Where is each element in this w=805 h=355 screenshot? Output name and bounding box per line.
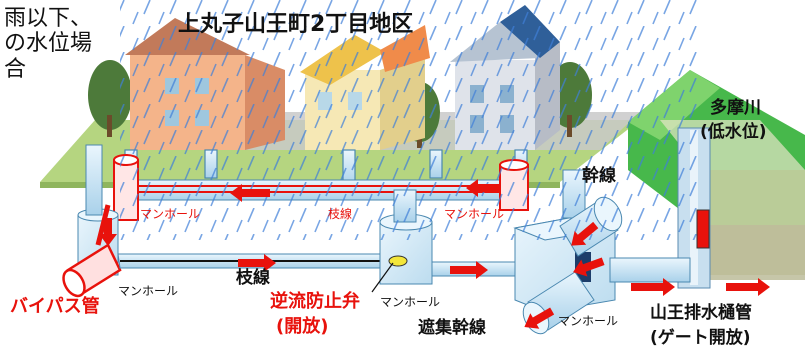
- manhole-label-upper-right: マンホール: [444, 207, 505, 221]
- main-line-label: 幹線: [582, 166, 616, 186]
- flow-arrow: [99, 218, 117, 246]
- condition-note: 雨以下、の水位場合: [4, 6, 93, 82]
- check-valve-label: 逆流防止弁: [270, 291, 360, 312]
- interceptor-label: 遮集幹線: [418, 318, 486, 338]
- valve-leader-line: [371, 262, 394, 293]
- district-title: 上丸子山王町2丁目地区: [178, 12, 414, 37]
- flow-arrow: [524, 307, 555, 329]
- river-label: 多摩川: [710, 98, 761, 118]
- river-level-label: (低水位): [700, 122, 767, 142]
- bypass-pipe-shape: [62, 204, 122, 298]
- branch-line-label-lower: 枝線: [236, 268, 270, 288]
- bypass-pipe-label: バイパス管: [10, 296, 100, 317]
- flow-arrow: [450, 261, 488, 279]
- flow-arrow: [573, 257, 605, 277]
- flow-arrow: [631, 278, 675, 296]
- sluice-state-label: (ゲート開放): [650, 328, 751, 348]
- manhole-label-center: マンホール: [380, 295, 441, 309]
- check-valve-state: (開放): [276, 316, 329, 337]
- flow-arrow: [571, 221, 599, 246]
- manhole-label-upper-left: マンホール: [140, 207, 201, 221]
- manhole-label-lower-left: マンホール: [118, 284, 179, 298]
- flow-arrow: [230, 184, 270, 202]
- flow-arrow: [238, 254, 276, 272]
- sluice-name-label: 山王排水樋管: [650, 303, 752, 323]
- flow-arrows: [99, 179, 770, 329]
- flow-arrow: [726, 278, 770, 296]
- rain: [120, 0, 700, 240]
- flow-arrow: [466, 179, 500, 197]
- branch-line-label-upper: 枝線: [328, 207, 353, 221]
- manhole-label-junction: マンホール: [558, 314, 619, 328]
